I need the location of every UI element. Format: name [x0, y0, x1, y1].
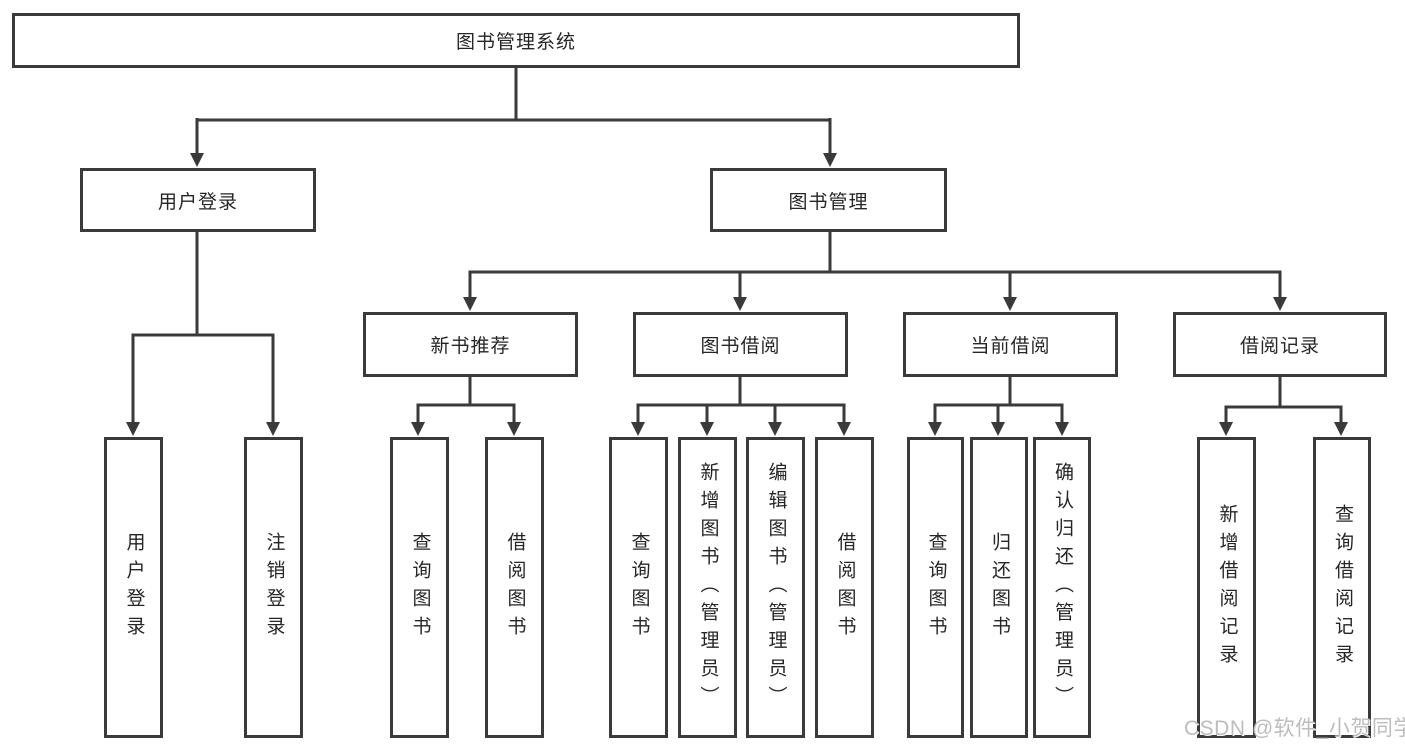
arrow-down-icon	[928, 422, 942, 436]
node-label: 查询图书	[409, 531, 431, 644]
node-label: 用户登录	[157, 191, 238, 213]
arrow-down-icon	[823, 153, 837, 167]
arrowheads	[126, 153, 1348, 436]
node-user-login: 用户登录	[80, 168, 316, 232]
node-label: 查询图书	[925, 531, 947, 644]
arrow-down-icon	[768, 422, 782, 436]
node-label: 编辑图书（管理员）	[765, 461, 787, 714]
arrow-down-icon	[991, 422, 1005, 436]
arrow-down-icon	[1273, 297, 1287, 311]
node-current-borrowing: 当前借阅	[903, 312, 1118, 377]
leaf-logout: 注销登录	[244, 437, 303, 738]
node-label: 查询图书	[628, 531, 650, 644]
arrow-down-icon	[411, 422, 425, 436]
leaf-add-books-admin: 新增图书（管理员）	[678, 437, 737, 738]
leaf-edit-books-admin: 编辑图书（管理员）	[746, 437, 805, 738]
node-label: 归还图书	[988, 531, 1010, 644]
arrow-down-icon	[1055, 422, 1069, 436]
node-label: 查询借阅记录	[1331, 503, 1353, 672]
arrow-down-icon	[266, 422, 280, 436]
leaf-user-login: 用户登录	[104, 437, 163, 738]
leaf-borrow-books-recommend: 借阅图书	[485, 437, 544, 738]
node-label: 新增图书（管理员）	[697, 461, 719, 714]
node-label: 用户登录	[123, 531, 145, 644]
node-label: 借阅图书	[504, 531, 526, 644]
node-label: 新增借阅记录	[1216, 503, 1238, 672]
arrow-down-icon	[631, 422, 645, 436]
node-library-management-system: 图书管理系统	[12, 13, 1020, 68]
leaf-return-books: 归还图书	[970, 437, 1028, 738]
node-label: 借阅图书	[834, 531, 856, 644]
node-book-borrowing: 图书借阅	[633, 312, 848, 377]
arrow-down-icon	[507, 422, 521, 436]
node-label: 图书借阅	[700, 336, 781, 357]
node-label: 当前借阅	[970, 336, 1051, 357]
arrow-down-icon	[700, 422, 714, 436]
leaf-add-borrow-record: 新增借阅记录	[1197, 437, 1256, 738]
arrow-down-icon	[1219, 422, 1233, 436]
node-label: 新书推荐	[430, 336, 511, 357]
node-label: 借阅记录	[1239, 336, 1320, 357]
arrow-down-icon	[837, 422, 851, 436]
node-label: 图书管理	[788, 191, 869, 213]
node-label: 注销登录	[263, 531, 285, 644]
arrow-down-icon	[1003, 297, 1017, 311]
node-book-management: 图书管理	[710, 168, 947, 232]
node-new-book-recommendation: 新书推荐	[363, 312, 578, 377]
leaf-query-books-current: 查询图书	[907, 437, 964, 738]
node-borrowing-records: 借阅记录	[1173, 312, 1387, 377]
arrow-down-icon	[126, 422, 140, 436]
arrow-down-icon	[463, 297, 477, 311]
leaf-query-books-recommend: 查询图书	[390, 437, 449, 738]
leaf-query-borrow-record: 查询借阅记录	[1313, 437, 1371, 738]
node-label: 确认归还（管理员）	[1051, 461, 1073, 714]
leaf-confirm-return-admin: 确认归还（管理员）	[1033, 437, 1091, 738]
csdn-watermark: CSDN @软件_小贺同学	[1184, 717, 1405, 740]
node-label: 图书管理系统	[455, 32, 576, 53]
arrow-down-icon	[1334, 422, 1348, 436]
leaf-query-books-borrow: 查询图书	[609, 437, 668, 738]
leaf-borrow-books: 借阅图书	[815, 437, 874, 738]
connector-segments	[131, 66, 1343, 423]
arrow-down-icon	[733, 297, 747, 311]
arrow-down-icon	[190, 153, 204, 167]
